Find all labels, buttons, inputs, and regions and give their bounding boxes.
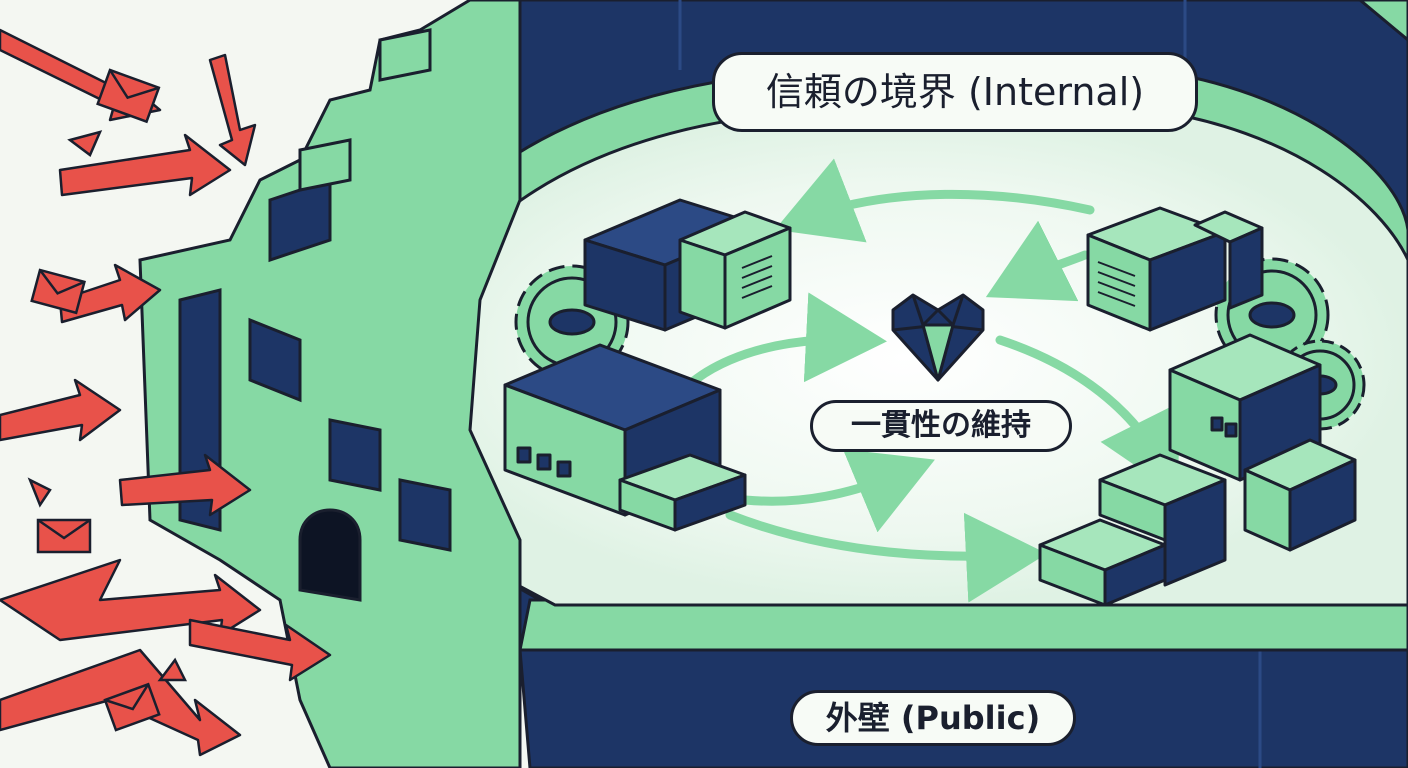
heart-gem-icon <box>891 293 985 382</box>
consistency-label: 一貫性の維持 <box>810 400 1072 452</box>
spam-envelopes <box>27 68 188 732</box>
wall-gate <box>298 508 362 602</box>
envelope-icon <box>30 268 86 315</box>
envelope-icon <box>96 68 161 124</box>
envelope-icon <box>103 682 161 732</box>
fortress-wall <box>138 0 522 768</box>
trust-boundary-label: 信頼の境界 (Internal) <box>712 52 1198 132</box>
envelope-icon <box>36 518 92 554</box>
flow-arrows <box>655 158 1182 603</box>
outer-wall-label: 外壁 (Public) <box>790 690 1076 746</box>
server-block-icon <box>503 198 1357 607</box>
